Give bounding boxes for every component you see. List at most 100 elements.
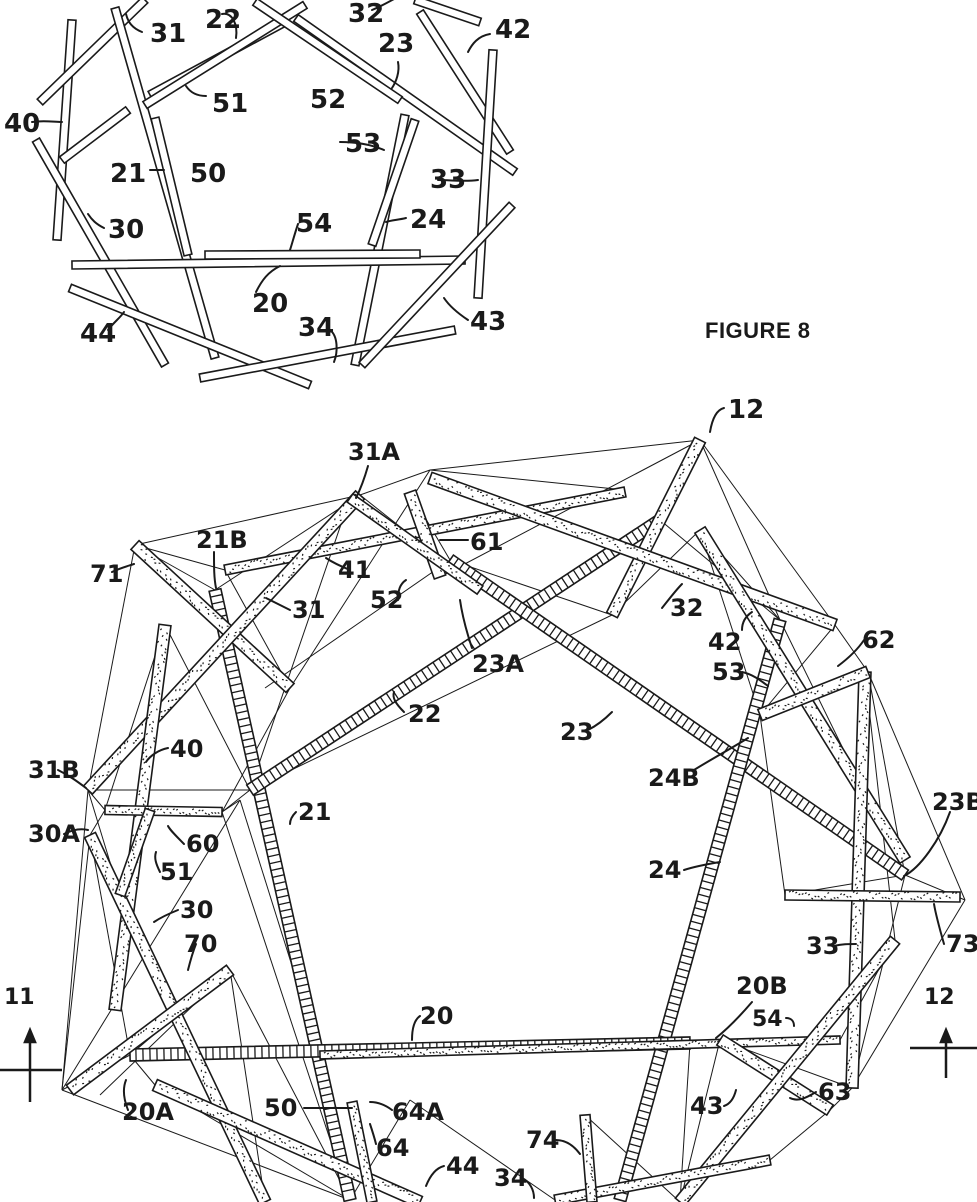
main-view-label: 41 <box>338 556 371 584</box>
main-view-label: 44 <box>446 1152 479 1180</box>
main-view-label: 30 <box>180 896 213 924</box>
leader-line-24 <box>397 579 407 601</box>
cable-64 <box>221 811 351 1201</box>
leader-line-35 <box>57 769 87 789</box>
main-view-label: 33 <box>806 932 839 960</box>
top-view-label: 23 <box>378 29 414 59</box>
leader-line-15 <box>107 311 125 331</box>
main-view-label: 64A <box>392 1098 444 1126</box>
cable-47 <box>699 529 761 716</box>
top-view-strut-19 <box>357 201 517 369</box>
cable-32 <box>221 799 241 813</box>
main-view-label: 50 <box>264 1094 297 1122</box>
main-view-strut-27 <box>346 1100 378 1202</box>
main-view-strut-10 <box>605 436 707 619</box>
top-view-label: 54 <box>296 209 332 239</box>
cable-28 <box>249 497 351 791</box>
top-view-label: 24 <box>410 205 446 235</box>
cable-14 <box>89 834 131 1056</box>
main-view-label: 42 <box>708 628 741 656</box>
top-view-strut-20 <box>58 105 132 165</box>
main-view-strut-17 <box>104 804 223 818</box>
main-view-label: 31A <box>348 438 400 466</box>
cable-56 <box>409 1099 556 1201</box>
cable-6 <box>134 494 361 546</box>
main-view-label: 61 <box>470 528 503 556</box>
leader-line-13 <box>385 217 407 223</box>
leader-line-19 <box>355 465 369 499</box>
top-view-label: 51 <box>212 89 248 119</box>
leader-line-56 <box>555 1139 581 1155</box>
main-view-label: 24B <box>648 764 700 792</box>
top-view-label: 52 <box>310 85 346 115</box>
main-view-strut-14 <box>784 889 961 903</box>
cable-65 <box>449 559 613 616</box>
leader-line-26 <box>661 583 683 609</box>
top-view-strut-17 <box>67 283 313 390</box>
cable-9 <box>224 569 291 689</box>
cable-66 <box>249 614 613 791</box>
leader-line-14 <box>255 265 281 293</box>
cable-2 <box>699 439 836 626</box>
leader-line-34 <box>693 737 749 771</box>
leader-line-55 <box>425 1165 445 1187</box>
leader-line-2 <box>221 12 238 39</box>
main-view-label: 24 <box>648 856 681 884</box>
main-view-label: 23A <box>472 650 524 678</box>
section-marker-2 <box>910 1026 977 1078</box>
leader-line-5 <box>467 33 491 53</box>
main-view-strut-26 <box>579 1113 598 1202</box>
main-view-label: 31 <box>292 596 325 624</box>
top-view-label: 50 <box>190 159 226 189</box>
leader-line-36 <box>289 811 297 825</box>
cable-4 <box>359 469 431 496</box>
top-view-strut-10 <box>412 0 483 27</box>
main-view-label: 62 <box>862 626 895 654</box>
top-view-strut-8 <box>251 0 404 105</box>
leader-line-41 <box>683 861 721 871</box>
leader-line-25 <box>265 597 291 611</box>
leader-line-45 <box>833 943 857 947</box>
main-view-strut-4 <box>613 617 787 1202</box>
cable-15 <box>834 624 869 673</box>
main-view-label: 32 <box>670 594 703 622</box>
leader-line-27 <box>741 611 753 631</box>
main-view-strut-7 <box>129 539 296 694</box>
main-view-strut-25 <box>553 1154 772 1202</box>
leader-line-30 <box>741 671 769 687</box>
top-view-label: 34 <box>298 313 334 343</box>
main-view-label: 52 <box>370 586 403 614</box>
main-view-label: 43 <box>690 1092 723 1120</box>
top-view-strut-14 <box>150 116 193 257</box>
leader-line-4 <box>391 61 400 89</box>
leader-line-29 <box>459 599 473 649</box>
main-view-label: 20A <box>122 1098 174 1126</box>
leader-line-23 <box>325 557 351 571</box>
leader-line-7 <box>185 85 207 97</box>
leader-line-52 <box>723 1089 737 1107</box>
leader-line-17 <box>443 297 469 321</box>
leader-line-1 <box>125 13 143 33</box>
cable-59 <box>829 1087 853 1111</box>
main-view-label: 63 <box>818 1078 851 1106</box>
top-view-label: 40 <box>4 109 40 139</box>
main-view-label: 22 <box>408 700 441 728</box>
cable-55 <box>349 1099 411 1201</box>
top-view-label: 44 <box>80 319 116 349</box>
leader-line-44 <box>187 943 197 971</box>
section-markers <box>0 1026 977 1102</box>
leader-line-8 <box>339 141 385 151</box>
leader-line-43 <box>933 903 945 945</box>
leader-line-54 <box>369 1123 377 1145</box>
main-view-strut-19 <box>65 964 235 1096</box>
leader-line-32 <box>587 711 613 731</box>
main-view-label: 70 <box>184 930 217 958</box>
cable-48 <box>759 714 786 896</box>
leader-line-53 <box>789 1091 817 1101</box>
main-view-label: 20 <box>420 1002 453 1030</box>
main-view-label: 54 <box>752 1007 783 1032</box>
leader-line-9 <box>437 179 479 182</box>
cable-29 <box>164 624 251 791</box>
top-view-label: 30 <box>108 215 144 245</box>
